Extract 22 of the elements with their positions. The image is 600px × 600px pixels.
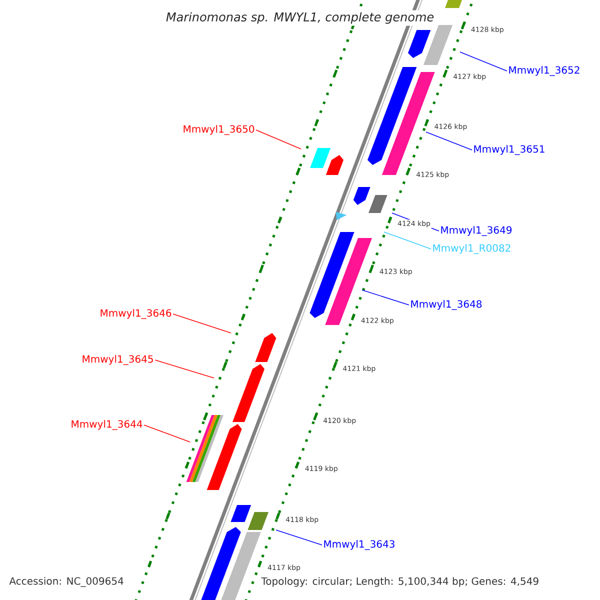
gene-label: Mmwyl1_3644	[72, 420, 142, 430]
gene-label: Mmwyl1_3650	[184, 125, 254, 135]
gene-label: Mmwyl1_R0082	[433, 244, 510, 254]
gene-label: Mmwyl1_3645	[82, 355, 153, 365]
leader-line	[172, 314, 232, 334]
leader-line	[384, 232, 432, 250]
gene-label: Mmwyl1_3648	[411, 300, 482, 310]
accession-label: Accession: NC_009654	[8, 576, 125, 588]
gene-label: Mmwyl1_3646	[100, 309, 172, 319]
leader-line	[154, 360, 214, 378]
leader-line	[426, 132, 472, 150]
genome-info-label: Topology: circular; Length: 5,100,344 bp; Genes: 4,549	[260, 576, 540, 588]
gene-label: Mmwyl1_3651	[474, 145, 544, 155]
leader-line	[460, 52, 508, 72]
leader-line	[362, 290, 410, 306]
gene-label: Mmwyl1_3652	[509, 66, 580, 76]
title: Marinomonas sp. MWYL1, complete genome	[164, 10, 436, 26]
gene-label: Mmwyl1_3649	[441, 226, 512, 236]
leader-line	[276, 530, 322, 546]
leader-line	[144, 424, 190, 442]
leader-line	[256, 130, 302, 150]
gene-label: Mmwyl1_3643	[324, 540, 394, 550]
